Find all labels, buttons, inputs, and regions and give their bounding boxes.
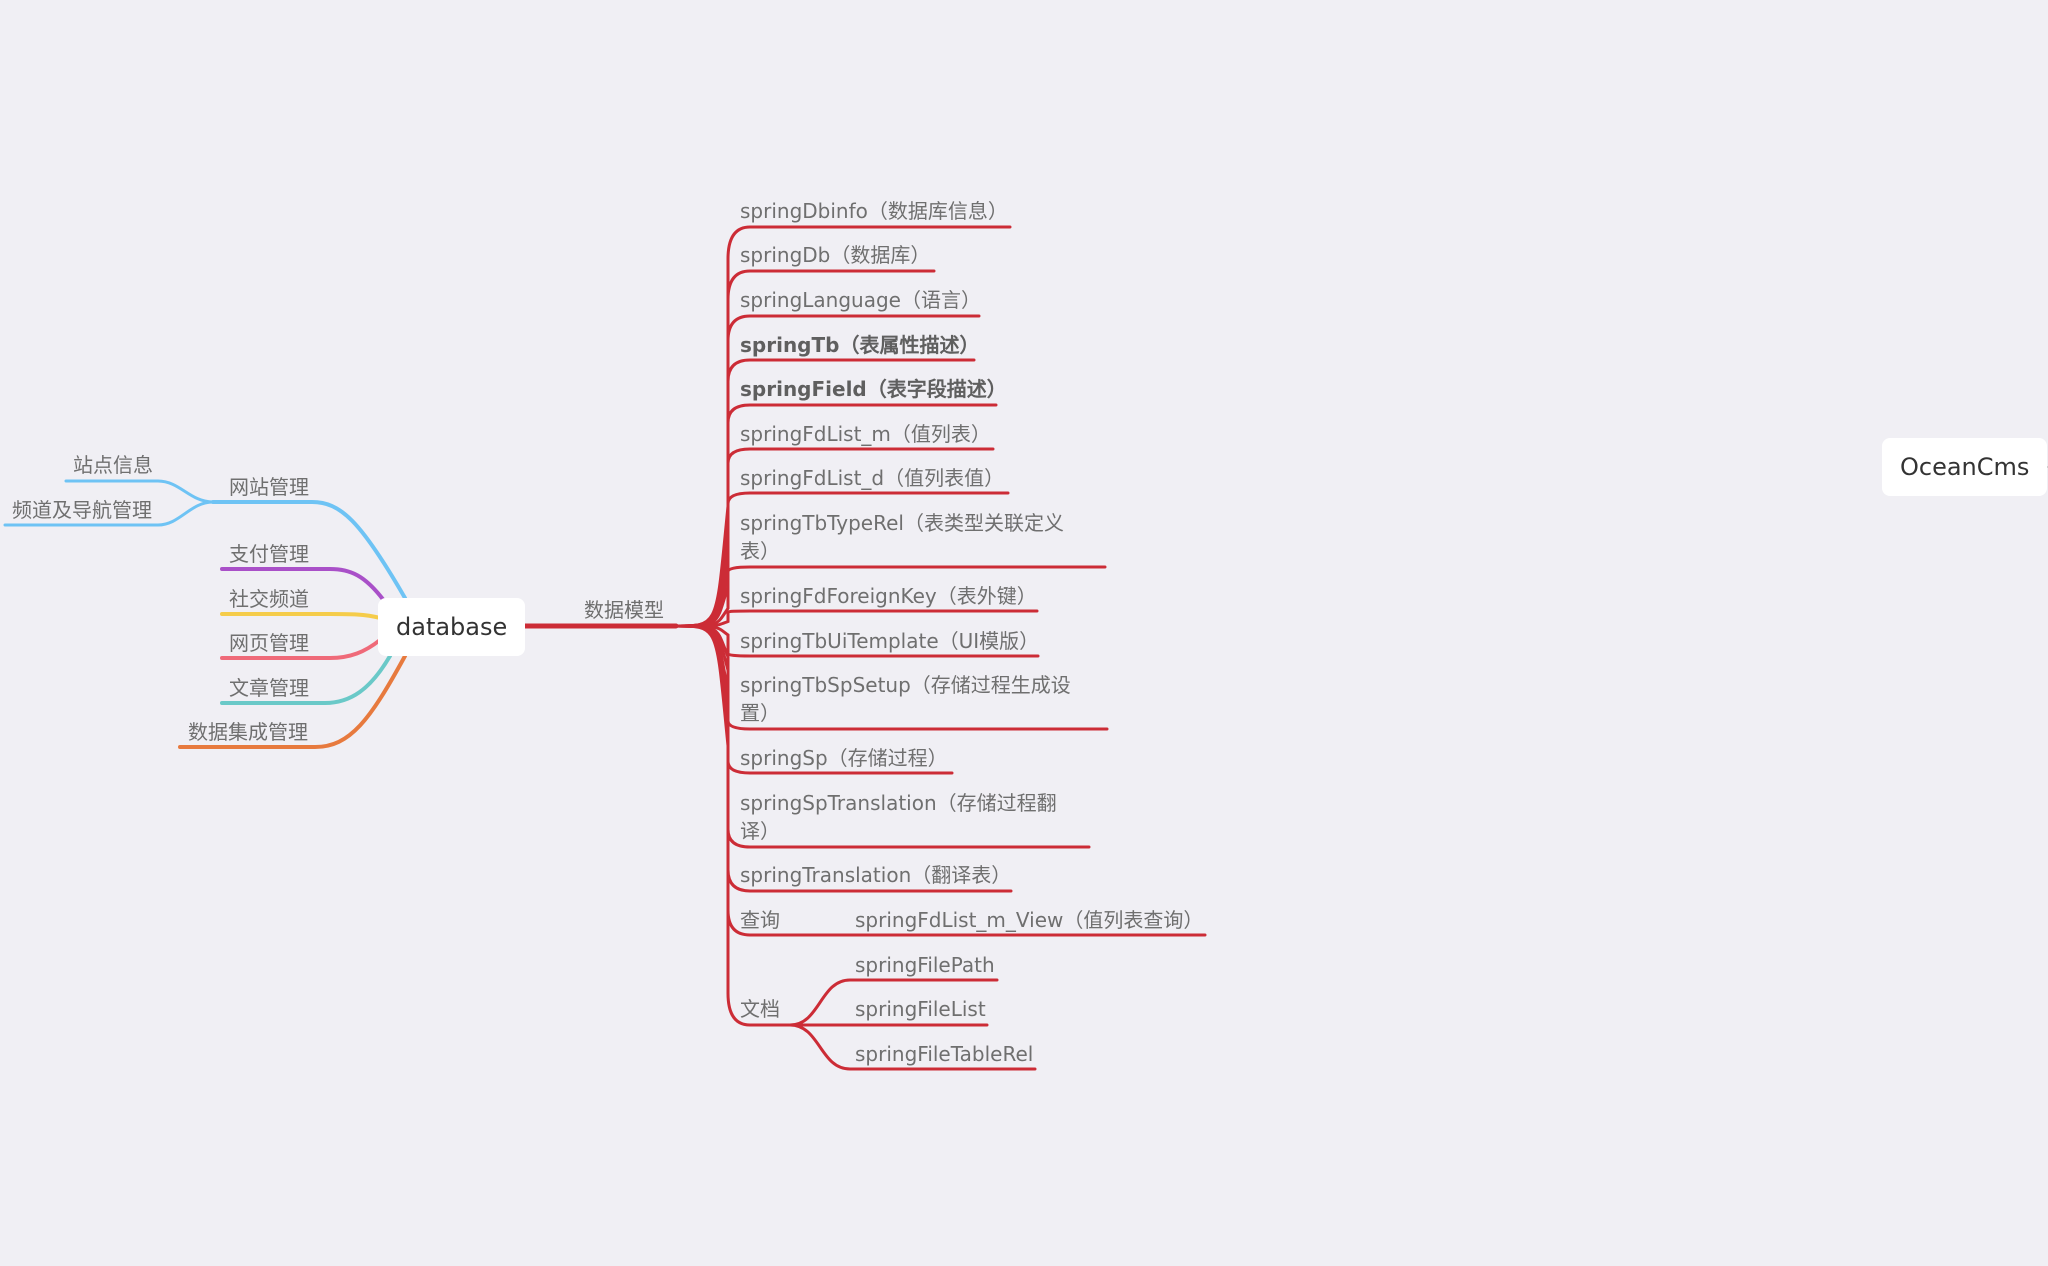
root-topic-oceancms[interactable]: OceanCms: [1882, 438, 2048, 496]
branch-webpage-management[interactable]: 网页管理: [229, 631, 309, 655]
model-item-springdbinfo[interactable]: springDbinfo（数据库信息）: [740, 199, 1008, 223]
query-item-springfdlist-m-view[interactable]: springFdList_m_View（值列表查询）: [855, 908, 1204, 932]
docs-item-springfilepath[interactable]: springFilePath: [855, 953, 995, 977]
model-item-springtranslation[interactable]: springTranslation（翻译表）: [740, 863, 1012, 887]
edge-database-to-data-integration: [178, 654, 407, 749]
model-item-springfdforeignkey[interactable]: springFdForeignKey（表外键）: [740, 584, 1037, 608]
edge-database-to-payment: [220, 567, 387, 604]
branch-article-management[interactable]: 文章管理: [229, 676, 309, 700]
edge-data-model-item-15: [674, 624, 792, 1027]
edge-database-to-social: [220, 612, 382, 620]
model-item-springdb[interactable]: springDb（数据库）: [740, 243, 931, 267]
model-item-springsptranslation[interactable]: springSpTranslation（存储过程翻译）: [740, 791, 1057, 843]
model-item-springtbuitemplate[interactable]: springTbUiTemplate（UI模版）: [740, 629, 1040, 653]
edge-database-to-article: [220, 654, 392, 705]
branch-social-channel[interactable]: 社交频道: [229, 587, 309, 611]
branch-payment-management[interactable]: 支付管理: [229, 542, 309, 566]
branch-channel-nav-management[interactable]: 频道及导航管理: [12, 498, 152, 522]
edge-website-to-channel-nav: [3, 500, 215, 527]
edge-database-to-webpage: [220, 638, 382, 660]
docs-item-springfilelist[interactable]: springFileList: [855, 997, 986, 1021]
branch-website-management[interactable]: 网站管理: [229, 475, 309, 499]
model-item-springtb[interactable]: springTb（表属性描述）: [740, 333, 980, 357]
edge-docs-to-filetablerel: [788, 1023, 1037, 1071]
model-item-springfdlist-m[interactable]: springFdList_m（值列表）: [740, 422, 991, 446]
model-item-springsp[interactable]: springSp（存储过程）: [740, 746, 948, 770]
model-item-springtbtyperel[interactable]: springTbTypeRel（表类型关联定义表）: [740, 511, 1064, 563]
edge-docs-to-filepath: [788, 978, 999, 1027]
model-item-springlanguage[interactable]: springLanguage（语言）: [740, 288, 981, 312]
docs-item-springfiletablerel[interactable]: springFileTableRel: [855, 1042, 1034, 1066]
branch-data-integration-management[interactable]: 数据集成管理: [188, 720, 308, 744]
edge-database-to-website: [211, 500, 407, 600]
model-item-springfield[interactable]: springField（表字段描述）: [740, 377, 1007, 401]
edge-data-model-item-8: [674, 609, 1039, 628]
mindmap-edges: [3, 225, 2048, 1071]
model-item-springtbspsetup[interactable]: springTbSpSetup（存储过程生成设置）: [740, 673, 1071, 725]
central-topic-database[interactable]: database: [378, 598, 526, 656]
model-item-springfdlist-d[interactable]: springFdList_d（值列表值）: [740, 466, 1005, 490]
branch-site-info[interactable]: 站点信息: [73, 453, 153, 477]
branch-data-model[interactable]: 数据模型: [584, 598, 664, 622]
branch-docs[interactable]: 文档: [740, 997, 780, 1021]
branch-query[interactable]: 查询: [740, 908, 780, 932]
